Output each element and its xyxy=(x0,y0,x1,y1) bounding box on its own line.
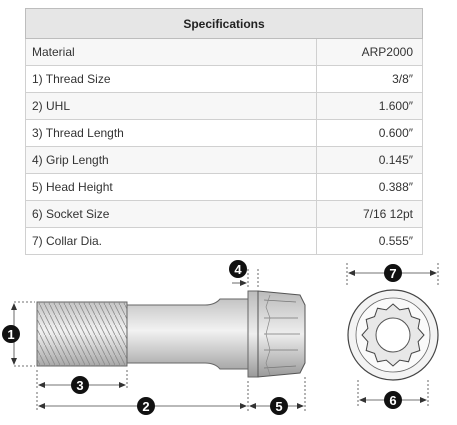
socket-center xyxy=(375,317,411,353)
row-value: ARP2000 xyxy=(316,38,423,66)
callout-4-badge: 4 xyxy=(229,260,247,278)
svg-text:1: 1 xyxy=(7,327,14,342)
callout-1-badge: 1 xyxy=(2,325,20,343)
svg-text:2: 2 xyxy=(142,399,149,414)
callout-6-badge: 6 xyxy=(384,391,402,409)
bolt-shank xyxy=(126,298,249,370)
row-label: 5) Head Height xyxy=(25,173,317,201)
callout-badges: 1 2 3 4 5 6 7 xyxy=(2,260,402,415)
svg-text:4: 4 xyxy=(234,262,242,277)
bolt-side-view xyxy=(36,290,306,378)
row-label: 2) UHL xyxy=(25,92,317,120)
row-value: 0.145″ xyxy=(316,146,423,174)
bolt-end-view xyxy=(347,289,439,381)
svg-text:6: 6 xyxy=(389,393,396,408)
svg-text:3: 3 xyxy=(76,378,83,393)
collar xyxy=(247,290,259,378)
row-value: 0.600″ xyxy=(316,119,423,147)
row-value: 3/8″ xyxy=(316,65,423,93)
row-value: 0.555″ xyxy=(316,227,423,255)
callout-5-badge: 5 xyxy=(270,397,288,415)
svg-text:7: 7 xyxy=(389,266,396,281)
thread-hatch xyxy=(37,302,127,366)
row-label: 7) Collar Dia. xyxy=(25,227,317,255)
row-label: 3) Thread Length xyxy=(25,119,317,147)
bolt-diagram: 1 2 3 4 5 6 7 xyxy=(2,260,439,415)
row-label: 4) Grip Length xyxy=(25,146,317,174)
callout-3-badge: 3 xyxy=(71,376,89,394)
table-header: Specifications xyxy=(25,8,423,39)
svg-text:5: 5 xyxy=(275,399,282,414)
row-value: 7/16 12pt xyxy=(316,200,423,228)
row-label: 6) Socket Size xyxy=(25,200,317,228)
row-label: 1) Thread Size xyxy=(25,65,317,93)
arrowheads xyxy=(11,270,437,409)
row-value: 1.600″ xyxy=(316,92,423,120)
table-row: 7) Collar Dia.0.555″ xyxy=(25,227,423,255)
callout-7-badge: 7 xyxy=(384,264,402,282)
callout-2-badge: 2 xyxy=(137,397,155,415)
row-label: Material xyxy=(25,38,317,66)
row-value: 0.388″ xyxy=(316,173,423,201)
